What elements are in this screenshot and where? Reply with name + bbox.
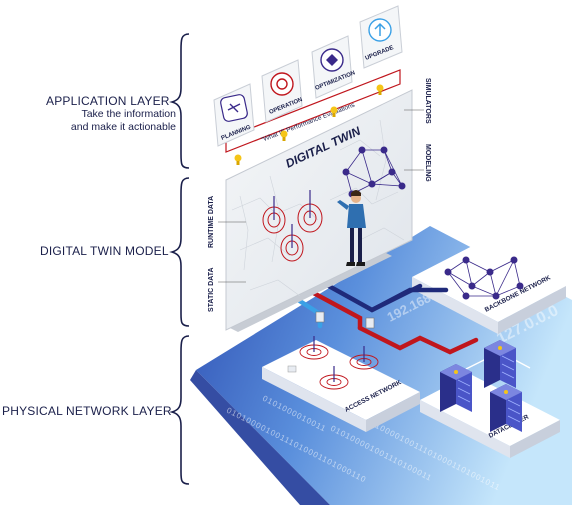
application-layer-title: APPLICATION LAYER (46, 94, 170, 108)
cable-taps (315, 311, 375, 329)
access-antennas (313, 336, 365, 382)
static-data-label: STATIC DATA (208, 267, 215, 312)
twin-antennas (273, 190, 311, 248)
brace-digital-twin (169, 177, 190, 327)
lightbulb-icons (234, 84, 384, 165)
digital-twin-panel (225, 89, 413, 331)
planning-icon-glyph (227, 103, 241, 113)
person-figure (337, 190, 366, 266)
access-network-platform (262, 336, 420, 432)
application-layer-subtitle: Take the information and make it actiona… (40, 108, 176, 134)
gear-icon-hub (276, 78, 288, 90)
gear-icon (270, 72, 294, 96)
simulators-label: SIMULATORS (424, 78, 431, 124)
server-rack-3 (490, 384, 522, 432)
digital-twin-layer-title: DIGITAL TWIN MODEL (40, 244, 169, 258)
what-if-banner (225, 69, 401, 153)
runtime-data-label: RUNTIME DATA (208, 196, 215, 248)
app-card-operation (261, 59, 303, 123)
backbone-nodes (444, 256, 524, 300)
physical-layer-title: PHYSICAL NETWORK LAYER (2, 404, 172, 418)
app-card-planning (213, 83, 255, 147)
app-card-upgrade (359, 5, 403, 69)
optimization-icon-glyph (326, 54, 338, 66)
server-rack-1 (440, 364, 472, 412)
upgrade-icon-glyph (374, 22, 386, 36)
app-card-optimization (311, 35, 353, 99)
access-router-icon (287, 365, 297, 373)
twin-graph-nodes (342, 146, 406, 198)
application-layer-subtitle-line1: Take the information (81, 108, 176, 120)
brace-physical (169, 335, 190, 485)
twin-panel-base (226, 250, 392, 332)
application-layer-subtitle-line2: and make it actionable (70, 121, 176, 133)
twin-panel-map-texture (231, 119, 405, 297)
server-rack-2 (484, 340, 516, 388)
modeling-label: MODELING (424, 144, 431, 182)
brace-application (169, 33, 190, 169)
